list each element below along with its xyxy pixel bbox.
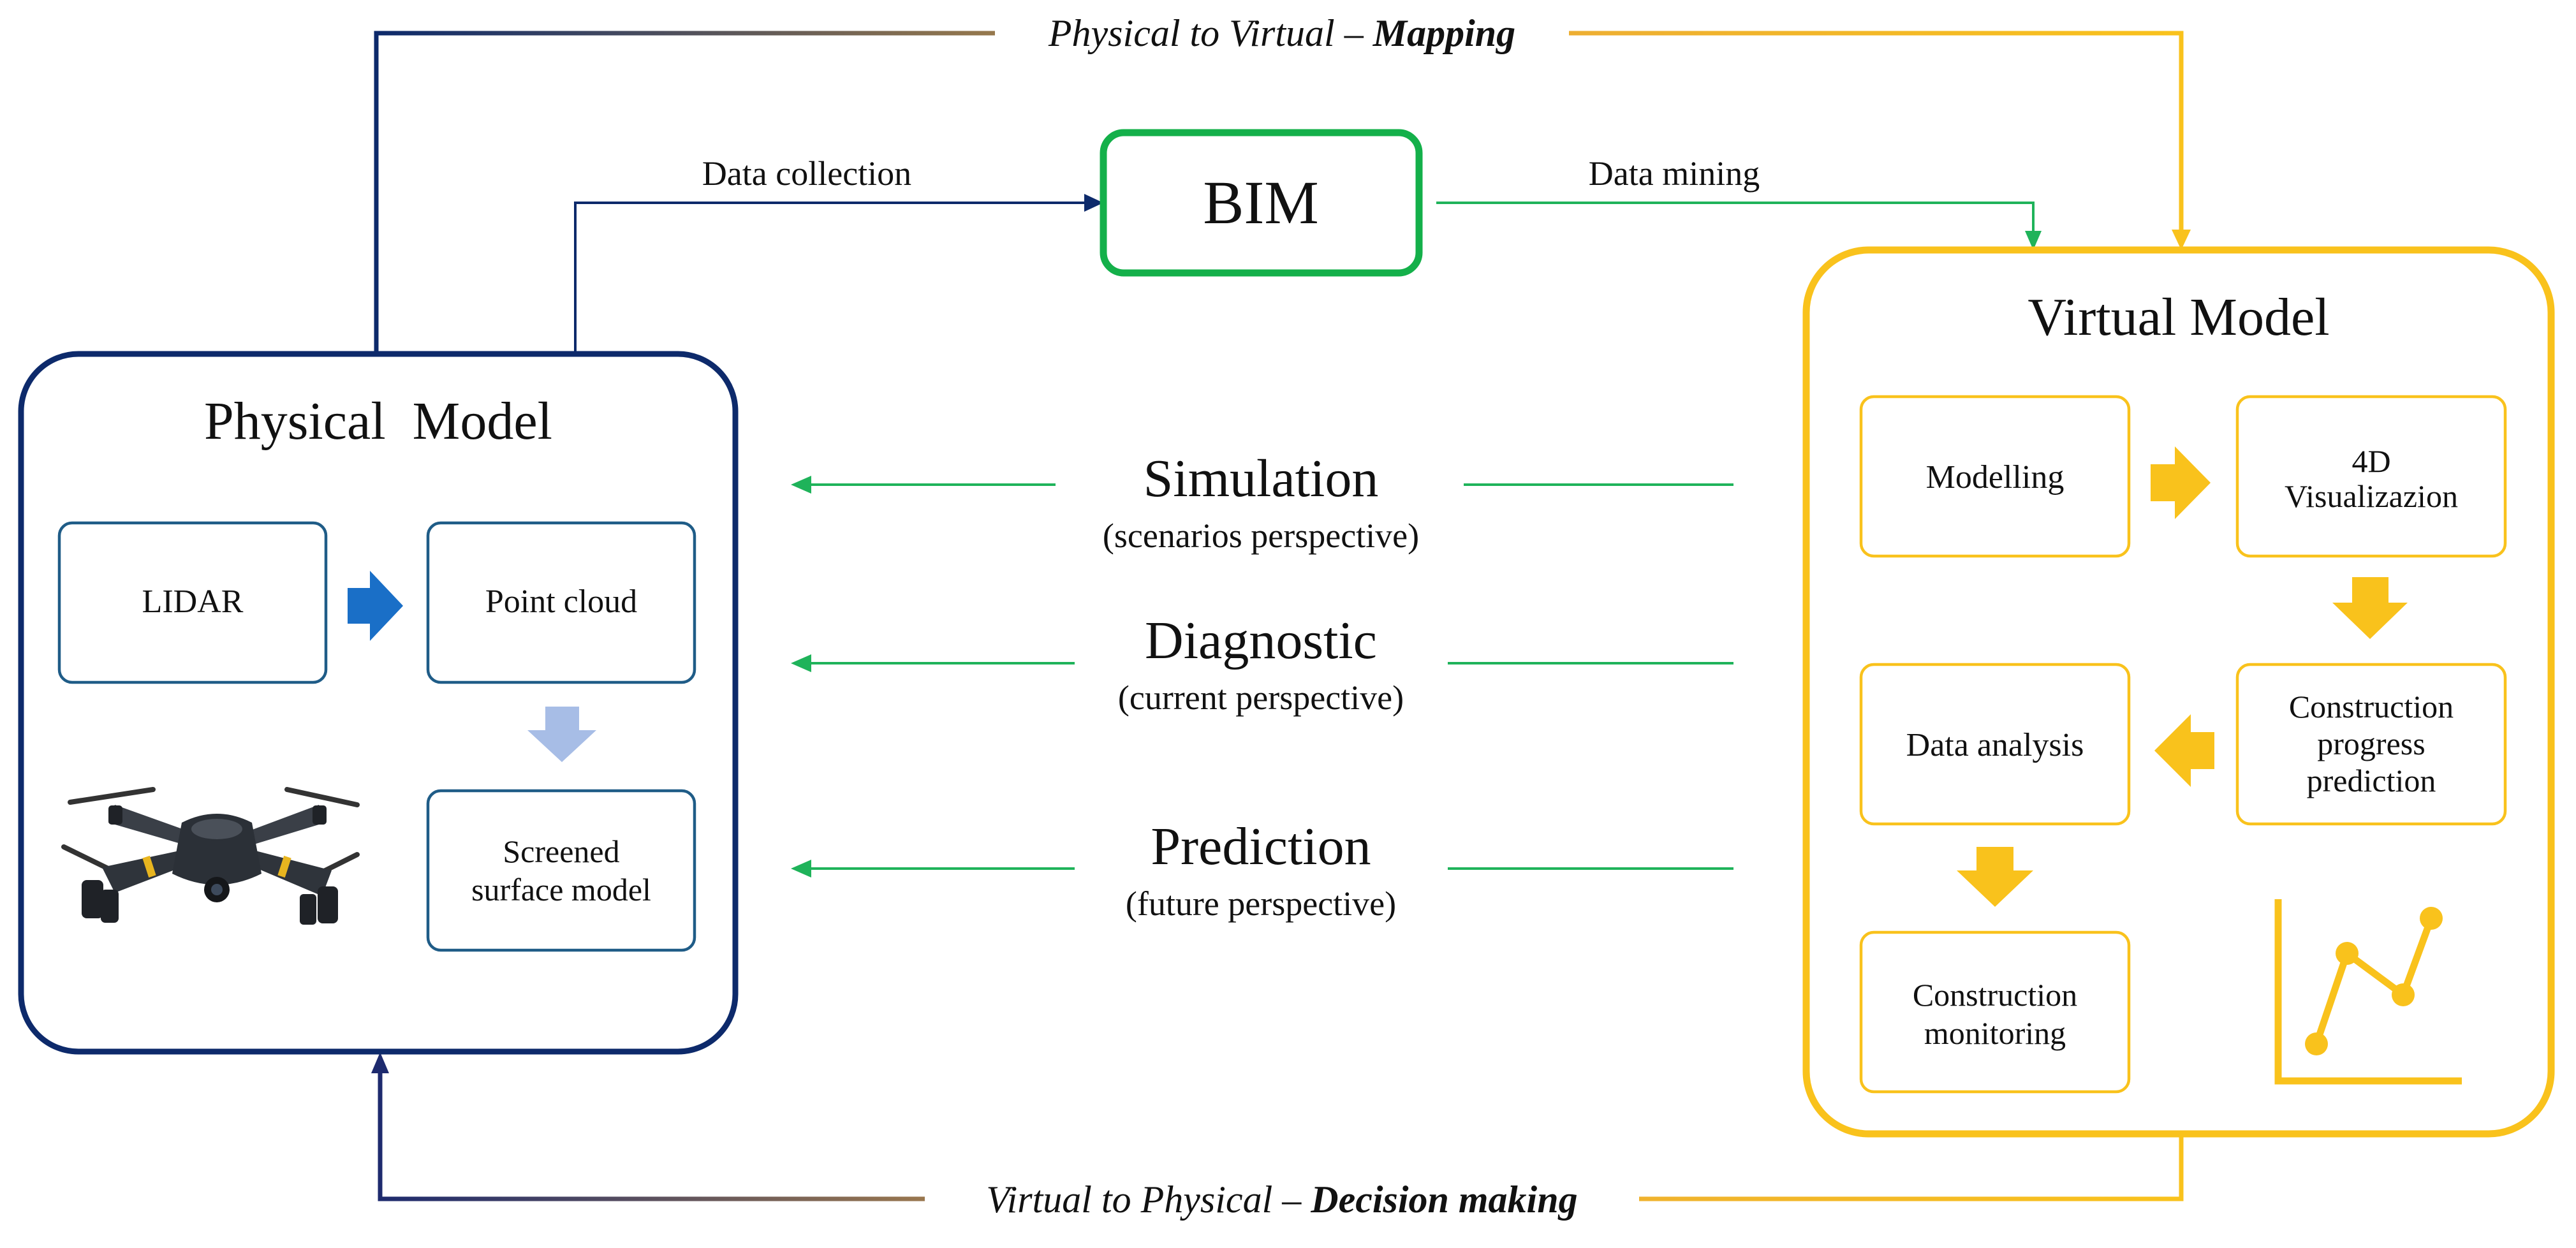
arrow-right-icon bbox=[348, 571, 403, 641]
diagnostic-subtitle: (current perspective) bbox=[1118, 679, 1404, 717]
mapping-arrowhead bbox=[2172, 230, 2191, 250]
point-cloud-label: Point cloud bbox=[485, 584, 637, 620]
point-cloud-box: Point cloud bbox=[426, 521, 696, 684]
data-analysis-box: Data analysis bbox=[1859, 663, 2131, 826]
physical-model-title: Physical Model bbox=[204, 392, 552, 451]
arrow-down-icon bbox=[1957, 847, 2033, 907]
virtual-model-title: Virtual Model bbox=[2028, 288, 2329, 347]
construction-progress-box: Construction progress prediction bbox=[2235, 663, 2507, 826]
modelling-label: Modelling bbox=[1926, 459, 2064, 496]
construction-progress-line3: prediction bbox=[2307, 763, 2436, 798]
data-collection-label: Data collection bbox=[702, 154, 911, 193]
simulation-title: Simulation bbox=[1144, 449, 1379, 508]
construction-monitoring-box: Construction monitoring bbox=[1859, 930, 2131, 1094]
visualization-label-line1: 4D bbox=[2352, 443, 2390, 479]
bim-title: BIM bbox=[1203, 168, 1318, 237]
arrow-down-icon bbox=[527, 707, 596, 762]
data-mining-connector bbox=[1436, 202, 2042, 250]
screened-label-line2: surface model bbox=[471, 872, 651, 907]
arrow-left-icon bbox=[2154, 714, 2214, 787]
screened-surface-box: Screened surface model bbox=[426, 789, 696, 952]
prediction-connector bbox=[791, 860, 1733, 877]
construction-progress-line1: Construction bbox=[2289, 689, 2454, 724]
diagnostic-title: Diagnostic bbox=[1145, 611, 1377, 670]
arrow-right-icon bbox=[2151, 446, 2211, 519]
prediction-title: Prediction bbox=[1151, 817, 1371, 876]
arrow-down-icon bbox=[2332, 577, 2408, 639]
modelling-box: Modelling bbox=[1859, 395, 2131, 558]
data-analysis-label: Data analysis bbox=[1906, 727, 2084, 763]
drone-icon bbox=[61, 787, 360, 925]
lidar-box: LIDAR bbox=[57, 521, 328, 684]
decision-connector bbox=[371, 1052, 2184, 1201]
diagnostic-connector bbox=[791, 654, 1733, 672]
mapping-label: Physical to Virtual – Mapping bbox=[1048, 12, 1515, 54]
bim-box: BIM bbox=[1100, 129, 1423, 277]
lidar-label: LIDAR bbox=[142, 584, 244, 620]
construction-monitoring-line1: Construction bbox=[1913, 977, 2077, 1013]
line-chart-icon bbox=[2274, 899, 2462, 1085]
construction-progress-line2: progress bbox=[2317, 726, 2425, 761]
simulation-subtitle: (scenarios perspective) bbox=[1103, 517, 1419, 555]
construction-monitoring-line2: monitoring bbox=[1924, 1015, 2066, 1051]
visualization-box: 4D Visualizazion bbox=[2235, 395, 2507, 558]
screened-label-line1: Screened bbox=[503, 833, 619, 869]
data-mining-label: Data mining bbox=[1589, 154, 1760, 193]
physical-model-panel: Physical Model LIDAR Point cloud Screene… bbox=[18, 351, 739, 1055]
decision-arrowhead bbox=[371, 1052, 389, 1073]
decision-label: Virtual to Physical – Decision making bbox=[986, 1178, 1577, 1221]
simulation-connector bbox=[791, 476, 1733, 494]
mapping-connector bbox=[374, 31, 2191, 352]
data-collection-connector bbox=[574, 194, 1103, 352]
virtual-model-panel: Virtual Model Modelling 4D Visualizazion… bbox=[1802, 246, 2555, 1138]
prediction-subtitle: (future perspective) bbox=[1126, 885, 1396, 923]
visualization-label-line2: Visualizazion bbox=[2285, 478, 2458, 514]
